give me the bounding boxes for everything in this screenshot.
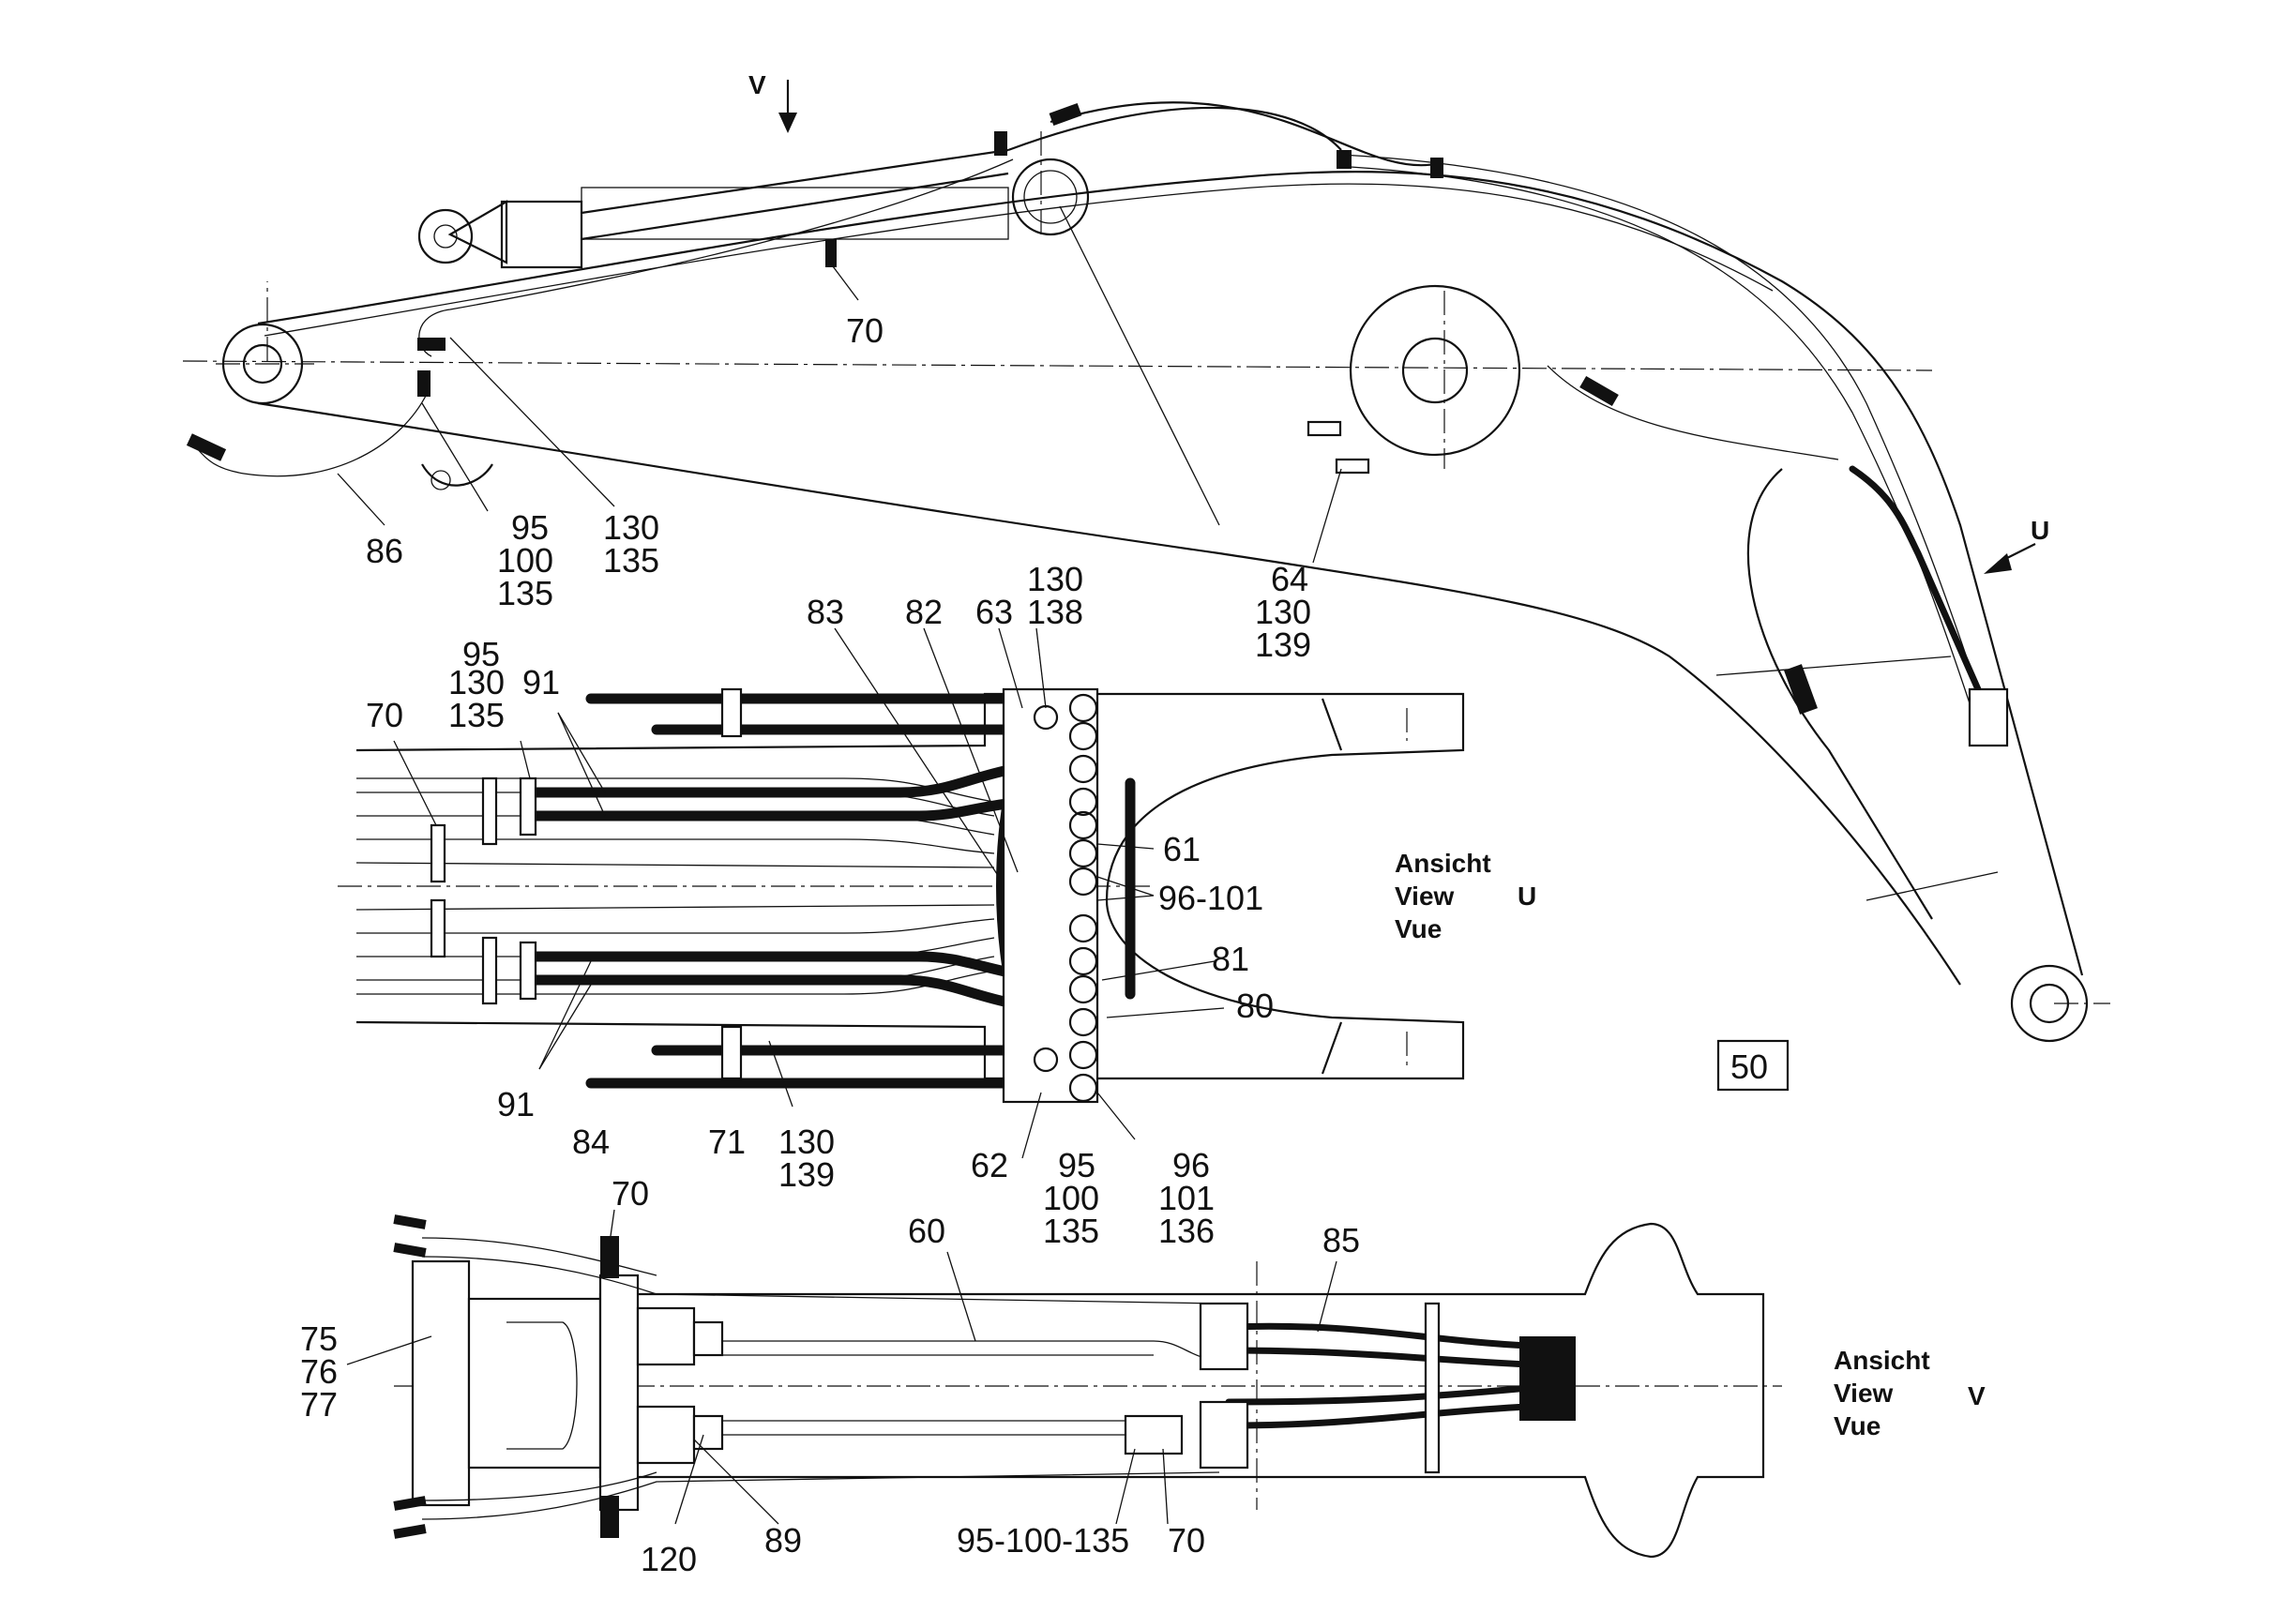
callout-u-71: 71 (708, 1123, 746, 1161)
callout-u-130-138: 130 138 (1027, 560, 1083, 631)
svg-text:130: 130 (603, 508, 659, 547)
svg-text:81: 81 (1212, 940, 1249, 978)
callout-u-96-101: 96-101 (1158, 879, 1263, 917)
callout-u-84: 84 (572, 1123, 610, 1161)
svg-text:95: 95 (511, 508, 549, 547)
view-v-arrow-letter: V (748, 70, 766, 99)
svg-text:Ansicht: Ansicht (1834, 1346, 1930, 1375)
svg-text:85: 85 (1322, 1221, 1360, 1259)
callout-u-82: 82 (905, 593, 943, 631)
callout-86: 86 (366, 532, 403, 570)
svg-text:100: 100 (497, 541, 553, 580)
svg-text:136: 136 (1158, 1212, 1215, 1250)
callout-v-89: 89 (764, 1521, 802, 1560)
svg-text:130: 130 (448, 663, 505, 701)
svg-text:76: 76 (300, 1352, 338, 1391)
boom-side-view (182, 80, 2110, 1043)
svg-text:71: 71 (708, 1123, 746, 1161)
view-v-detail (346, 1209, 1782, 1559)
svg-text:130: 130 (778, 1123, 835, 1161)
callout-u-95-100-135: 95 100 135 (1043, 1146, 1099, 1250)
svg-text:139: 139 (778, 1155, 835, 1194)
callout-u-95-130-135: 95 130 135 (448, 635, 505, 734)
view-u-detail (338, 627, 1465, 1159)
svg-text:82: 82 (905, 593, 943, 631)
svg-text:135: 135 (497, 574, 553, 612)
callout-70: 70 (846, 311, 884, 350)
svg-text:Ansicht: Ansicht (1395, 849, 1491, 878)
svg-text:95: 95 (462, 635, 500, 673)
svg-text:V: V (1968, 1381, 1986, 1410)
svg-text:83: 83 (807, 593, 844, 631)
svg-text:89: 89 (764, 1521, 802, 1560)
svg-text:Vue: Vue (1834, 1411, 1881, 1440)
svg-text:70: 70 (612, 1174, 649, 1213)
svg-text:135: 135 (603, 541, 659, 580)
svg-text:60: 60 (908, 1212, 945, 1250)
callout-u-63: 63 (975, 593, 1013, 631)
figure-number-box: 50 (1716, 1039, 1790, 1092)
callout-v-120: 120 (641, 1540, 697, 1578)
svg-text:84: 84 (572, 1123, 610, 1161)
svg-text:70: 70 (1168, 1521, 1205, 1560)
svg-text:96-101: 96-101 (1158, 879, 1263, 917)
svg-text:135: 135 (1043, 1212, 1099, 1250)
svg-text:63: 63 (975, 593, 1013, 631)
svg-text:View: View (1395, 882, 1455, 911)
callout-u-130-139: 130 139 (778, 1123, 835, 1194)
callout-95-100-135: 95 100 135 (497, 508, 553, 612)
callout-130-135: 130 135 (603, 508, 659, 580)
svg-text:96: 96 (1172, 1146, 1210, 1184)
svg-text:95: 95 (1058, 1146, 1095, 1184)
callout-u-91: 91 (522, 663, 560, 701)
callout-u-80: 80 (1236, 987, 1274, 1025)
svg-text:91: 91 (497, 1085, 535, 1123)
svg-text:91: 91 (522, 663, 560, 701)
callout-v-75-76-77: 75 76 77 (300, 1319, 338, 1424)
svg-text:138: 138 (1027, 593, 1083, 631)
svg-text:139: 139 (1255, 626, 1311, 664)
callout-v-70b: 70 (1168, 1521, 1205, 1560)
callout-u-81: 81 (1212, 940, 1249, 978)
svg-text:100: 100 (1043, 1179, 1099, 1217)
callout-v-95-100-135: 95-100-135 (957, 1521, 1129, 1560)
svg-text:95-100-135: 95-100-135 (957, 1521, 1129, 1560)
svg-text:View: View (1834, 1379, 1894, 1408)
callout-u-91b: 91 (497, 1085, 535, 1123)
view-u-arrow-letter: U (2031, 516, 2049, 545)
callout-u-61: 61 (1163, 830, 1201, 868)
view-u-caption: Ansicht View Vue U (1395, 849, 1536, 943)
svg-text:61: 61 (1163, 830, 1201, 868)
callout-u-70: 70 (366, 696, 403, 734)
callout-u-96-101-136: 96 101 136 (1158, 1146, 1215, 1250)
svg-text:75: 75 (300, 1319, 338, 1358)
svg-text:70: 70 (846, 311, 884, 350)
svg-text:Vue: Vue (1395, 914, 1442, 943)
callout-u-83: 83 (807, 593, 844, 631)
svg-text:120: 120 (641, 1540, 697, 1578)
callout-v-60: 60 (908, 1212, 945, 1250)
svg-text:86: 86 (366, 532, 403, 570)
svg-text:130: 130 (1027, 560, 1083, 598)
svg-text:U: U (1518, 882, 1536, 911)
svg-text:62: 62 (971, 1146, 1008, 1184)
callout-64-130-139: 64 130 139 (1255, 560, 1311, 664)
callout-v-70: 70 (612, 1174, 649, 1213)
svg-text:77: 77 (300, 1385, 338, 1424)
svg-text:80: 80 (1236, 987, 1274, 1025)
svg-text:70: 70 (366, 696, 403, 734)
svg-text:64: 64 (1271, 560, 1308, 598)
view-v-caption: Ansicht View Vue V (1834, 1346, 1986, 1440)
svg-text:101: 101 (1158, 1179, 1215, 1217)
svg-text:130: 130 (1255, 593, 1311, 631)
svg-text:50: 50 (1730, 1048, 1768, 1086)
svg-text:135: 135 (448, 696, 505, 734)
callout-v-85: 85 (1322, 1221, 1360, 1259)
callout-u-62: 62 (971, 1146, 1008, 1184)
